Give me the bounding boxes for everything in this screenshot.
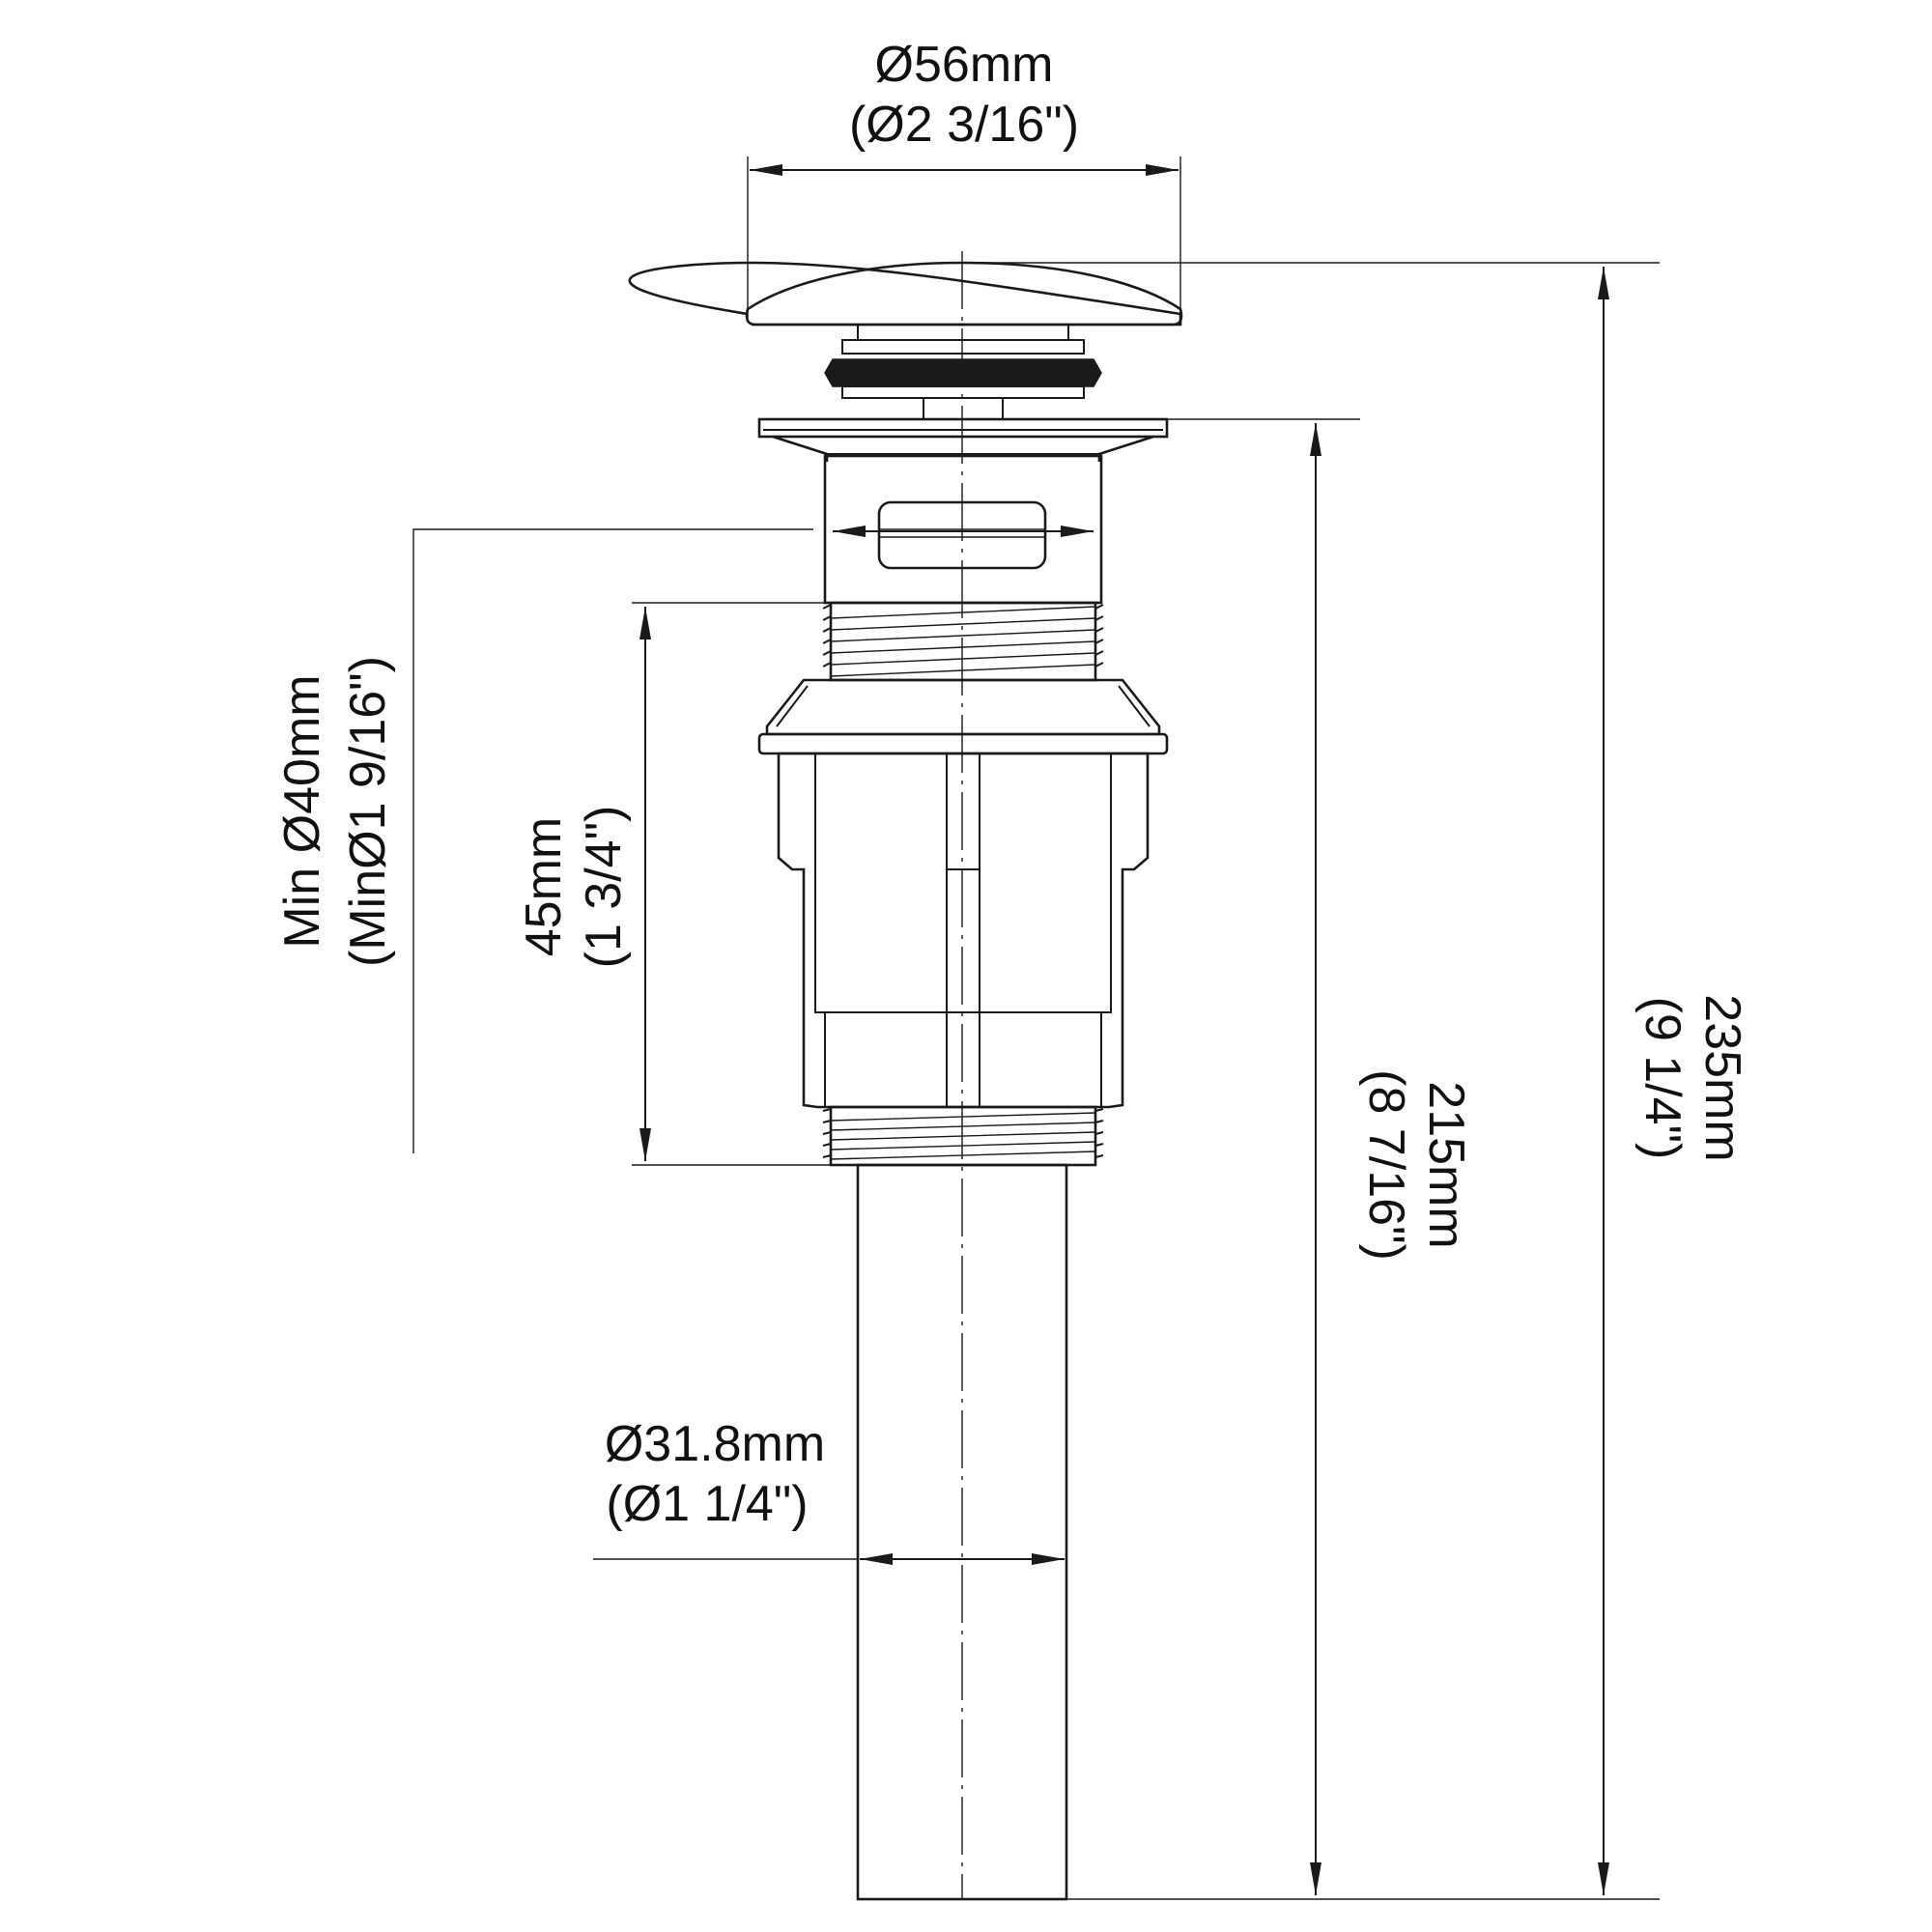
lower-housing bbox=[777, 752, 1150, 1109]
top-diameter-metric: Ø56mm bbox=[875, 37, 1054, 93]
seal-ring bbox=[824, 339, 1102, 399]
drain-body bbox=[628, 251, 1183, 1901]
thread-length-metric: 45mm bbox=[516, 817, 572, 956]
overall-height-imperial: (9 1/4") bbox=[1634, 997, 1690, 1160]
dimension-lines bbox=[412, 156, 1660, 1900]
thread-length-imperial: (1 3/4") bbox=[576, 806, 632, 969]
overall-height-metric: 235mm bbox=[1694, 994, 1750, 1161]
pop-up-cap bbox=[628, 261, 1183, 327]
min-hole-imperial: (MinØ1 9/16") bbox=[340, 656, 396, 967]
min-hole-metric: Min Ø40mm bbox=[274, 674, 330, 948]
flange bbox=[757, 417, 1169, 462]
tailpiece-diameter-imperial: (Ø1 1/4") bbox=[606, 1476, 808, 1532]
tailpiece-diameter-metric: Ø31.8mm bbox=[605, 1416, 825, 1472]
dimension-labels: Ø56mm (Ø2 3/16") Ø31.8mm (Ø1 1/4") Min Ø… bbox=[274, 37, 1750, 1532]
lower-thread bbox=[822, 1105, 1104, 1167]
cap-stem bbox=[857, 324, 1069, 341]
top-diameter-imperial: (Ø2 3/16") bbox=[849, 97, 1079, 153]
overflow-body bbox=[823, 454, 1103, 605]
upper-thread bbox=[822, 601, 1104, 682]
neck bbox=[923, 397, 1004, 420]
body-height-metric: 215mm bbox=[1418, 1081, 1474, 1248]
body-height-imperial: (8 7/16") bbox=[1358, 1069, 1414, 1261]
lock-nut bbox=[757, 678, 1169, 755]
